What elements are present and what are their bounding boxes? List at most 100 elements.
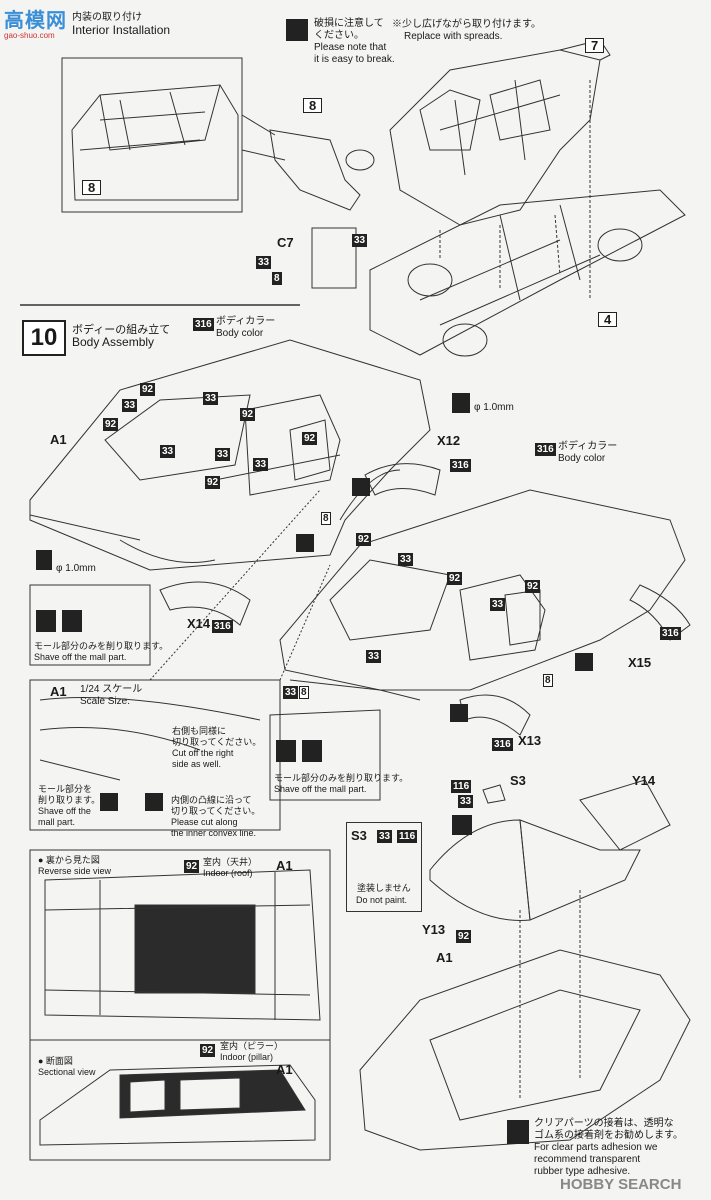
sectional-view-title: ● 断面図 Sectional view bbox=[38, 1056, 96, 1078]
code-33-g: 33 bbox=[490, 598, 506, 611]
code-33-a: 33 bbox=[122, 399, 138, 412]
code-8-lower: 8 bbox=[543, 674, 553, 687]
caution-icon-shave bbox=[36, 610, 56, 632]
body-color-lower-en: Body color bbox=[558, 453, 606, 464]
reverse-view-en: Reverse side view bbox=[38, 866, 112, 876]
shave-note-lower-en: Shave off the mall part. bbox=[274, 784, 367, 794]
fender-flare-x14 bbox=[159, 581, 251, 626]
step10-number: 10 bbox=[22, 320, 66, 356]
phi-label-lower: φ 1.0mm bbox=[56, 563, 96, 574]
part-x13: X13 bbox=[518, 733, 542, 748]
side-window-y14 bbox=[579, 779, 671, 851]
shave-note-lower: モール部分のみを削り取ります。 Shave off the mall part. bbox=[274, 773, 408, 795]
part-a1-sectional: A1 bbox=[276, 1062, 293, 1077]
code-33-c: 33 bbox=[160, 445, 176, 458]
s3-nopaint-box: S3 33 116 塗装しません Do not paint. bbox=[346, 822, 422, 912]
mall-shave-jp2: 削り取ります。 bbox=[38, 795, 101, 805]
code-33-s3: 33 bbox=[458, 795, 474, 808]
convex-en2: the inner convex line. bbox=[171, 828, 257, 838]
spread-note-jp: ※少し広げながら取り付けます。 bbox=[392, 19, 541, 30]
step-interior-title-en: Interior Installation bbox=[72, 23, 171, 37]
code-33-c7b: 33 bbox=[256, 256, 272, 269]
code-316-x14: 316 bbox=[212, 620, 233, 633]
body-color-upper-jp: ボディカラー bbox=[216, 316, 276, 327]
reverse-view-jp: ● 裏から見た図 bbox=[38, 855, 100, 865]
scale-part-label: A1 bbox=[50, 684, 67, 699]
mall-shave-en2: mall part. bbox=[38, 817, 76, 827]
code-316-x15: 316 bbox=[660, 627, 681, 640]
step10-title-jp: ボディーの組み立て bbox=[72, 324, 171, 336]
paint-icon-x12 bbox=[352, 478, 370, 496]
mall-shave-jp1: モール部分を bbox=[38, 784, 93, 794]
logo: 高模网 gao-shuo.com bbox=[4, 4, 67, 40]
paint-icon-shave bbox=[62, 610, 82, 632]
step-interior-header: 内装の取り付け Interior Installation bbox=[72, 12, 170, 37]
body-a1-lower bbox=[279, 489, 686, 691]
code-8-clip: 8 bbox=[299, 686, 309, 699]
spread-note: ※少し広げながら取り付けます。 Replace with spreads. bbox=[392, 19, 541, 43]
part-y14: Y14 bbox=[632, 773, 656, 788]
decal-sheet bbox=[311, 227, 357, 289]
code-92-f: 92 bbox=[356, 533, 372, 546]
phi-label-upper: φ 1.0mm bbox=[474, 402, 514, 413]
convex-en1: Please cut along bbox=[171, 817, 238, 827]
code-33-h: 33 bbox=[366, 650, 382, 663]
body-color-upper: ボディカラー Body color bbox=[216, 316, 275, 340]
code-92-h: 92 bbox=[525, 580, 541, 593]
part-4-label: 4 bbox=[598, 312, 618, 327]
inset-rollcage bbox=[99, 84, 221, 151]
body-color-lower-jp: ボディカラー bbox=[558, 441, 618, 452]
sectional-view-en: Sectional view bbox=[38, 1067, 96, 1077]
shave-note-lower-jp: モール部分のみを削り取ります。 bbox=[274, 773, 409, 783]
convex-jp2: 切り取ってください。 bbox=[171, 806, 261, 816]
sectional-body-outline bbox=[39, 1064, 316, 1146]
nopaint-jp: 塗装しません bbox=[357, 883, 411, 893]
body-a1-upper bbox=[29, 339, 431, 571]
sectional-view-box bbox=[29, 1039, 331, 1161]
clear-en3: rubber type adhesive. bbox=[534, 1166, 631, 1177]
code-92-e: 92 bbox=[205, 476, 221, 489]
roof-headliner-fill bbox=[134, 904, 256, 994]
roof-label-en: Indoor (roof) bbox=[203, 868, 253, 878]
clear-jp2: ゴム系の接着剤をお勧めします。 bbox=[534, 1130, 683, 1141]
spread-note-en: Replace with spreads. bbox=[404, 31, 503, 42]
nopaint-en: Do not paint. bbox=[356, 895, 408, 905]
pillar-label-jp: 室内（ピラー） bbox=[220, 1041, 284, 1051]
shave-note-upper-en: Shave off the mall part. bbox=[34, 652, 127, 662]
convex-note: 内側の凸線に沿って 切り取ってください。 Please cut along th… bbox=[171, 795, 260, 839]
mall-shave-en1: Shave off the bbox=[38, 806, 91, 816]
paint-icon-convex bbox=[145, 793, 163, 811]
cut-right-en1: Cut off the right bbox=[172, 748, 234, 758]
clear-jp1: クリアパーツの接着は、透明な bbox=[534, 1118, 674, 1129]
code-92-g: 92 bbox=[447, 572, 463, 585]
paint-icon-x13 bbox=[450, 704, 468, 722]
scale-size-jp: 1/24 スケール bbox=[80, 684, 143, 695]
fragile-note-jp1: 破損に注意して bbox=[314, 18, 384, 29]
drill-icon-lower bbox=[36, 550, 52, 570]
body-color-upper-en: Body color bbox=[216, 328, 264, 339]
dashboard-part bbox=[269, 129, 361, 211]
code-92-y13: 92 bbox=[456, 930, 472, 943]
side-windows-upper bbox=[244, 394, 341, 496]
code-92-d: 92 bbox=[302, 432, 318, 445]
part-8-label-dash: 8 bbox=[303, 98, 323, 113]
caution-icon-mall bbox=[276, 740, 296, 762]
sectional-view-jp: ● 断面図 bbox=[38, 1056, 73, 1066]
lower-body-shell bbox=[359, 949, 691, 1151]
part-x15: X15 bbox=[628, 655, 652, 670]
part-s3 bbox=[482, 784, 506, 804]
fragile-note-en1: Please note that bbox=[314, 42, 387, 53]
code-8-c7: 8 bbox=[272, 272, 282, 285]
code-33-b: 33 bbox=[203, 392, 219, 405]
part-a1-lower: A1 bbox=[436, 950, 453, 965]
fender-flare-x12 bbox=[364, 463, 441, 496]
code-33-clip: 33 bbox=[283, 686, 299, 699]
fragile-note-jp2: ください。 bbox=[314, 30, 364, 41]
cut-right-jp2: 切り取ってください。 bbox=[172, 737, 262, 747]
step-interior-title-jp: 内装の取り付け bbox=[72, 12, 142, 23]
roof-label: 室内（天井） Indoor (roof) bbox=[203, 857, 257, 879]
chassis bbox=[369, 189, 686, 356]
clear-en2: recommend transparent bbox=[534, 1154, 641, 1165]
drill-icon-upper bbox=[452, 393, 470, 413]
code-33-e: 33 bbox=[253, 458, 269, 471]
